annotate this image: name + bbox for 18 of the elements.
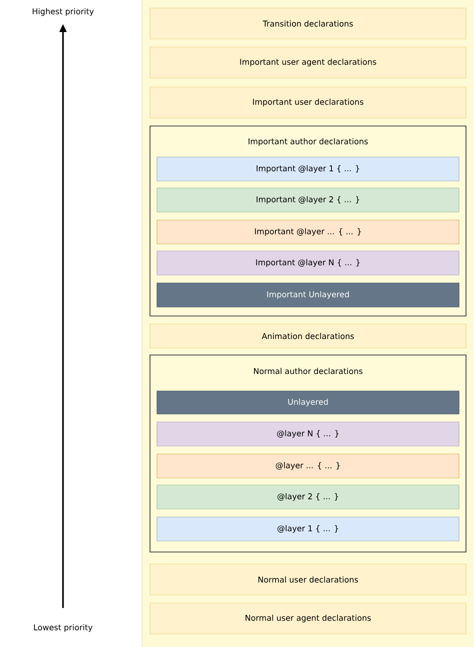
layer-box: @layer ... { ... } [156,454,460,478]
layer-box: Important @layer N { ... } [156,250,460,276]
axis-label: Highest priority [32,8,94,16]
category-box: Important user agent declarations [150,46,466,78]
layer-box: Important @layer ... { ... } [156,220,460,244]
category-box: Transition declarations [150,8,466,40]
layer-box: Unlayered [156,390,460,414]
layer-box: Important @layer 1 { ... } [156,156,460,182]
layer-box: Important Unlayered [156,282,460,308]
category-box: Important user declarations [150,86,466,118]
layer-box: @layer 1 { ... } [156,516,460,542]
category-box: Normal user agent declarations [150,602,466,634]
category-box: Animation declarations [150,324,466,348]
axis-label: Lowest priority [34,624,92,632]
category-box: Normal user declarations [150,564,466,596]
layer-box: @layer N { ... } [156,422,460,446]
layer-box: Important @layer 2 { ... } [156,188,460,212]
layer-box: @layer 2 { ... } [156,484,460,510]
